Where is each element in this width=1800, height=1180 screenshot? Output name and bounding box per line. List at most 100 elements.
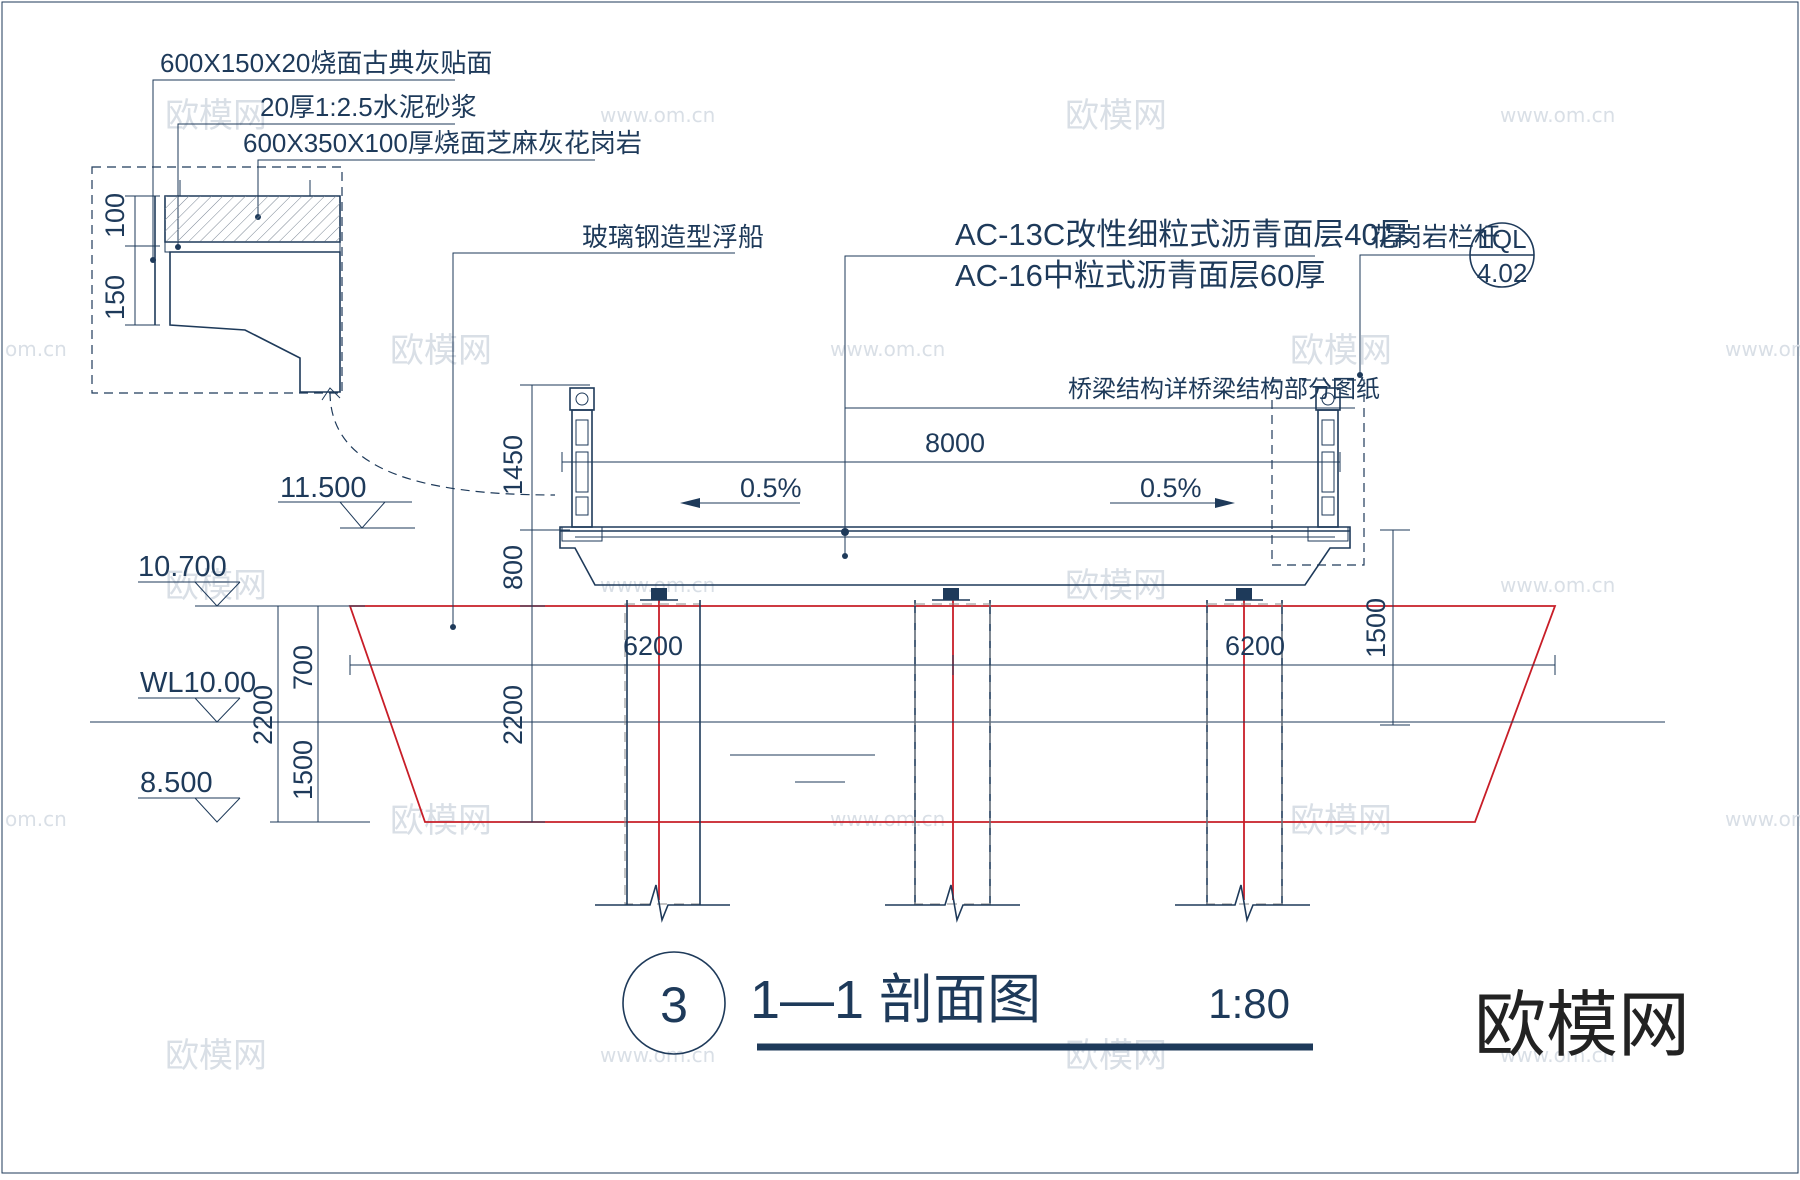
watermark-url: om.cn (5, 807, 67, 831)
railing-detail-boundary (1271, 379, 1365, 566)
elevation-marks: 11.500 10.700 WL10.00 8.500 (138, 472, 415, 823)
arrow-head (1215, 498, 1235, 508)
elev-triangle (194, 697, 241, 723)
dim-100: 100 (100, 193, 130, 238)
detail-label-granite: 600X350X100厚烧面芝麻灰花岗岩 (243, 128, 642, 158)
watermark-cn: 欧模网 (1065, 96, 1167, 136)
watermark-cn: 欧模网 (165, 1036, 267, 1076)
leader-dot (842, 553, 848, 559)
detail-label-mortar: 20厚1:2.5水泥砂浆 (260, 92, 477, 122)
brand-logo: 欧模网 (1474, 986, 1690, 1066)
leader-dot (175, 244, 181, 250)
watermark-url: www.om.cn (1500, 103, 1615, 127)
ac13-label: AC-13C改性细粒式沥青面层40厚 (955, 217, 1410, 252)
watermark-cn: 欧模网 (165, 566, 267, 606)
elevation-11500: 11.500 (280, 472, 367, 504)
railing-base-detail: 600X150X20烧面古典灰贴面 20厚1:2.5水泥砂浆 600X350X1… (91, 48, 642, 496)
drawing-title: 3 1—1 剖面图 1:80 (622, 951, 1313, 1055)
dim-1500: 1500 (288, 740, 318, 800)
watermark-cn: 欧模网 (1065, 1036, 1167, 1076)
railing-leader (1359, 254, 1470, 375)
boat-label: 玻璃钢造型浮船 (582, 222, 764, 252)
watermarks: 欧模网 www.om.cn 欧模网 www.om.cn om.cn 欧模网 ww… (5, 96, 1800, 1076)
rail-post-cap (569, 387, 595, 411)
arrow-head (321, 387, 341, 401)
ac16-label: AC-16中粒式沥青面层60厚 (955, 258, 1325, 293)
dim-700: 700 (288, 645, 318, 690)
watermark-cn: 欧模网 (390, 801, 492, 841)
pier-break (1175, 884, 1310, 923)
pier-break (595, 884, 730, 923)
dimensions: 8000 0.5% 0.5% 1450 800 2200 6200 6200 1… (195, 384, 1556, 823)
title-scale: 1:80 (1208, 980, 1290, 1027)
rail-baluster (1321, 419, 1335, 446)
slope-left: 0.5% (740, 473, 802, 503)
rail-post-ornament (575, 392, 589, 406)
pier-mid (914, 603, 991, 905)
watermark-url: om.cn (5, 337, 67, 361)
water-level-label: WL10.00 (140, 667, 256, 699)
watermark-url: www.om.cn (1725, 807, 1800, 831)
piers (595, 588, 1310, 923)
bearing (1236, 588, 1252, 600)
boat-leader (452, 252, 735, 627)
watermark-url: www.om.cn (1500, 573, 1615, 597)
detail-boundary (91, 166, 343, 394)
leader-dot (841, 528, 849, 536)
arrow-head (680, 498, 700, 508)
watermark-url: www.om.cn (600, 103, 715, 127)
watermark-url: www.om.cn (1725, 337, 1800, 361)
callouts: 玻璃钢造型浮船 AC-13C改性细粒式沥青面层40厚 AC-16中粒式沥青面层6… (450, 217, 1535, 630)
elev-triangle (339, 501, 386, 529)
watermark-cn: 欧模网 (1290, 801, 1392, 841)
mortar-layer (164, 241, 341, 253)
dim-span-left: 6200 (623, 631, 683, 661)
curb-left (561, 526, 603, 542)
dim-span: 8000 (925, 428, 985, 458)
slope-right: 0.5% (1140, 473, 1202, 503)
rail-post-ornament (1321, 392, 1335, 406)
granite-cap-hatch (165, 196, 340, 242)
railing-left (569, 387, 595, 528)
title-bubble (622, 951, 726, 1055)
box-girder (559, 526, 1351, 586)
watermark-url: www.om.cn (830, 337, 945, 361)
watermark-url: www.om.cn (1500, 1043, 1615, 1067)
dim-rail-height: 1450 (498, 435, 528, 495)
pavement-leader (844, 255, 1315, 556)
title-number: 3 (660, 977, 688, 1033)
dim-beam-height: 800 (498, 545, 528, 590)
detail-reference-arrow (329, 391, 556, 496)
rail-baluster (1321, 451, 1335, 493)
bearing (651, 588, 667, 600)
base-block (169, 251, 341, 393)
dim-2200-left: 2200 (248, 685, 278, 745)
dim-span-right: 6200 (1225, 631, 1285, 661)
rail-post (571, 409, 593, 528)
watermark-cn: 欧模网 (165, 96, 267, 136)
railing-label: 花岗岩栏杆 (1370, 222, 1500, 252)
detail-label-facing: 600X150X20烧面古典灰贴面 (160, 48, 492, 78)
leader-dot (1357, 372, 1363, 378)
rail-baluster (575, 496, 589, 516)
boat-hull-outline (348, 605, 1557, 823)
elev-triangle (194, 797, 241, 823)
curb-right (1307, 526, 1349, 542)
rail-post (1317, 409, 1339, 528)
watermark-url: www.om.cn (830, 807, 945, 831)
elev-triangle (194, 581, 241, 607)
structure-note-label: 桥梁结构详桥梁结构部分图纸 (1068, 376, 1380, 403)
watermark-cn: 欧模网 (1065, 566, 1167, 606)
dim-2200-mid: 2200 (498, 685, 528, 745)
bridge-deck (559, 526, 1351, 586)
watermark-cn: 欧模网 (390, 331, 492, 371)
railing-right (1271, 379, 1365, 566)
elevation-8500: 8.500 (140, 767, 213, 799)
rail-baluster (575, 419, 589, 446)
bearing (943, 588, 959, 600)
elevation-10700: 10.700 (138, 551, 227, 583)
leader-dot (450, 624, 456, 630)
